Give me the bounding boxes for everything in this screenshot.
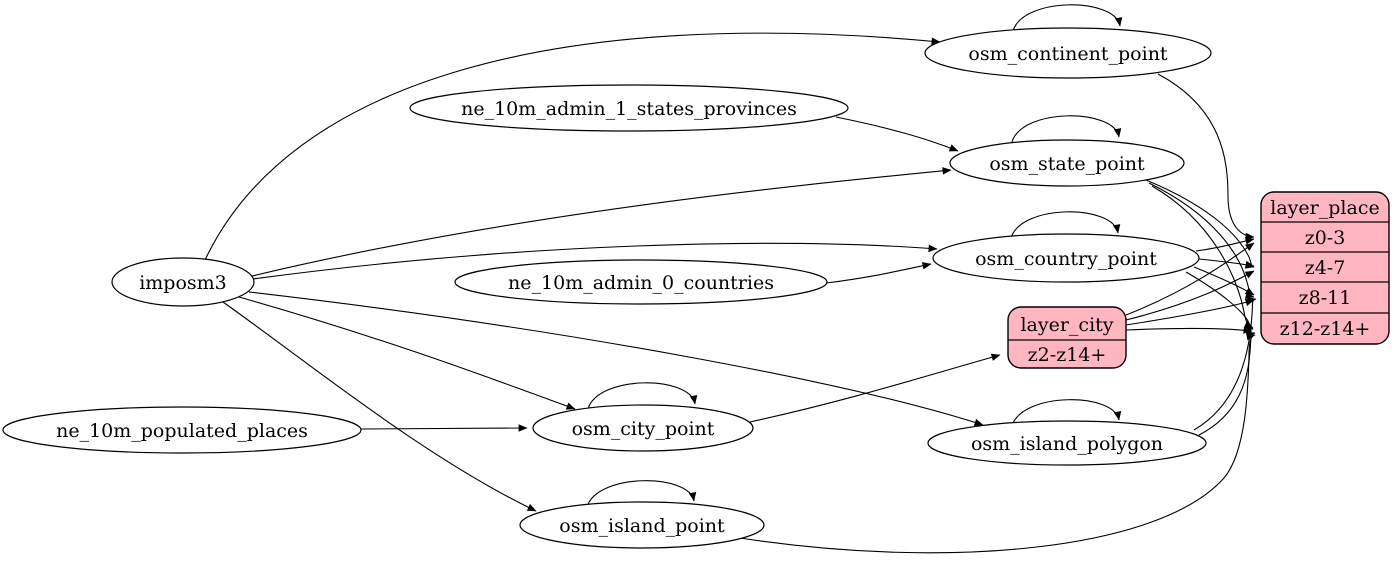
edge-imposm3-osm-island-polygon bbox=[248, 291, 984, 426]
edge-ne-10m-admin-0-osm-country-point bbox=[825, 262, 932, 284]
node-osm-continent-point: osm_continent_point bbox=[924, 27, 1212, 79]
osm-city-point-ellipse bbox=[532, 404, 754, 452]
layer-city-title: layer_city bbox=[1020, 314, 1113, 336]
node-osm-island-polygon: osm_island_polygon bbox=[927, 420, 1207, 466]
osm-island-point-label: osm_island_point bbox=[559, 515, 725, 537]
edge-self-loop-osm-city-point bbox=[587, 382, 698, 410]
node-ne-10m-admin-0-countries: ne_10m_admin_0_countries bbox=[454, 259, 828, 305]
edge-osm-island-polygon-layer-place-z12-z14 bbox=[1198, 330, 1256, 436]
node-ne-10m-populated-places: ne_10m_populated_places bbox=[2, 406, 362, 454]
osm-state-point-label: osm_state_point bbox=[989, 153, 1145, 175]
edge-layer-city-layer-place-z0-3 bbox=[1125, 242, 1255, 316]
edge-ne-10m-populated-places-osm-city-point bbox=[360, 424, 528, 432]
edge-imposm3-osm-city-point bbox=[238, 296, 576, 410]
node-layer-city: layer_city z2-z14+ bbox=[1007, 306, 1127, 369]
edge-imposm3-osm-continent-point bbox=[204, 32, 941, 261]
edge-layer-city-layer-place-z12-z14 bbox=[1125, 326, 1253, 334]
osm-island-polygon-ellipse bbox=[927, 420, 1207, 466]
node-ne-10m-admin-1-states-provinces: ne_10m_admin_1_states_provinces bbox=[409, 84, 849, 132]
layer-place-row-z0-3: z0-3 bbox=[1305, 227, 1346, 249]
edge-osm-city-point-layer-city-z2 bbox=[749, 353, 1001, 423]
edge-osm-island-polygon-layer-place-z8-11 bbox=[1193, 296, 1257, 431]
osm-island-polygon-label: osm_island_polygon bbox=[971, 433, 1163, 455]
edge-layer-city-layer-place-z8-11 bbox=[1125, 298, 1255, 326]
edge-osm-continent-point-layer-place-z0-3 bbox=[1157, 73, 1255, 241]
layer-place-row-z4-7: z4-7 bbox=[1305, 257, 1346, 279]
osm-country-point-label: osm_country_point bbox=[975, 248, 1157, 270]
edge-osm-country-point-layer-place-z8-11 bbox=[1193, 266, 1255, 296]
edge-imposm3-osm-country-point bbox=[252, 242, 938, 280]
edge-layer-city-layer-place-z4-7 bbox=[1125, 270, 1255, 321]
node-imposm3: imposm3 bbox=[111, 257, 255, 307]
osm-city-point-label: osm_city_point bbox=[572, 418, 715, 440]
edge-imposm3-osm-state-point bbox=[251, 167, 952, 277]
osm-island-point-ellipse bbox=[519, 501, 765, 549]
node-osm-country-point: osm_country_point bbox=[932, 233, 1200, 283]
edge-self-loop-osm-island-point bbox=[586, 480, 697, 508]
edge-imposm3-osm-island-point bbox=[222, 301, 537, 512]
osm-continent-point-ellipse bbox=[924, 27, 1212, 79]
ne-10m-admin-1-ellipse bbox=[409, 84, 849, 132]
osm-continent-point-label: osm_continent_point bbox=[968, 43, 1168, 65]
layer-place-box bbox=[1260, 191, 1390, 345]
node-osm-state-point: osm_state_point bbox=[949, 139, 1185, 187]
edge-self-loop-osm-continent-point bbox=[1012, 4, 1123, 32]
layer-city-row-z2-z14: z2-z14+ bbox=[1028, 344, 1107, 366]
osm-state-point-ellipse bbox=[949, 139, 1185, 187]
edge-osm-island-point-layer-place-z12-z14 bbox=[739, 332, 1256, 554]
ne-10m-admin-0-ellipse bbox=[454, 259, 828, 305]
edge-osm-country-point-layer-place-z12-z14 bbox=[1185, 271, 1254, 329]
ne-10m-populated-places-label: ne_10m_populated_places bbox=[56, 420, 308, 442]
ne-10m-populated-places-ellipse bbox=[2, 406, 362, 454]
osm-country-point-ellipse bbox=[932, 233, 1200, 283]
edge-layer bbox=[204, 4, 1257, 554]
edge-self-loop-osm-country-point bbox=[1010, 211, 1121, 239]
edge-self-loop-osm-state-point bbox=[1011, 115, 1122, 143]
layer-place-title: layer_place bbox=[1270, 197, 1379, 219]
layer-place-row-z8-11: z8-11 bbox=[1299, 287, 1352, 309]
node-osm-island-point: osm_island_point bbox=[519, 501, 765, 549]
ne-10m-admin-0-label: ne_10m_admin_0_countries bbox=[508, 272, 774, 294]
node-layer-place: layer_place z0-3 z4-7 z8-11 z12-z14+ bbox=[1260, 191, 1390, 345]
node-osm-city-point: osm_city_point bbox=[532, 404, 754, 452]
imposm3-ellipse bbox=[111, 257, 255, 307]
layer-city-box bbox=[1007, 306, 1127, 369]
imposm3-label: imposm3 bbox=[139, 272, 227, 294]
ne-10m-admin-1-label: ne_10m_admin_1_states_provinces bbox=[461, 98, 797, 120]
edge-self-loop-osm-island-polygon bbox=[1011, 399, 1122, 427]
edge-osm-country-point-layer-place-z4-7 bbox=[1198, 258, 1255, 269]
edge-osm-country-point-layer-place-z0-3 bbox=[1195, 237, 1255, 252]
layer-place-row-z12-z14: z12-z14+ bbox=[1280, 318, 1371, 340]
edge-ne-10m-admin-1-osm-state-point bbox=[835, 116, 959, 152]
